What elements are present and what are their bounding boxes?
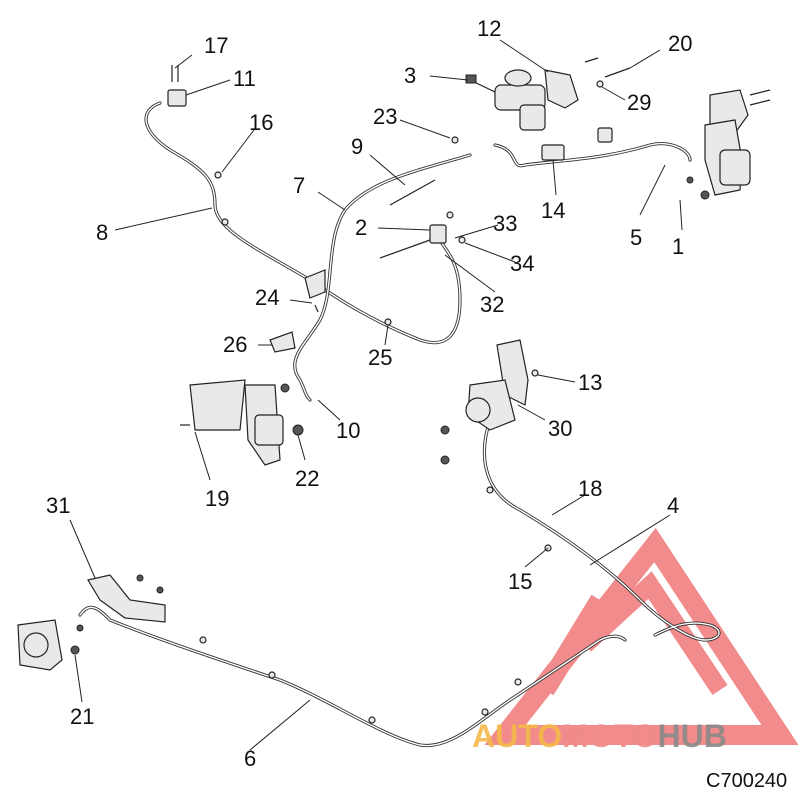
callout-21: 21 [70, 704, 95, 729]
caliper-front-left [180, 379, 304, 466]
diagram-code: C700240 [706, 770, 788, 792]
callout-13: 13 [578, 370, 603, 395]
tee-2 [379, 211, 466, 259]
hose-5 [493, 142, 692, 168]
callout-9: 9 [351, 134, 364, 159]
callout-4: 4 [667, 493, 680, 518]
callout-12: 12 [477, 16, 502, 41]
bracket-14 [541, 127, 613, 161]
callout-19: 19 [205, 486, 230, 511]
clip-24 [304, 269, 326, 313]
watermark-moto: MOTO [562, 718, 658, 754]
rear-caliper-30 [440, 339, 539, 465]
callout-32: 32 [480, 292, 505, 317]
callout-7: 7 [293, 173, 306, 198]
clip-26 [269, 331, 296, 353]
watermark-hub: HUB [657, 718, 727, 754]
hose-clips [199, 171, 552, 724]
leader-lines [69, 39, 683, 751]
caliper-rear-left [17, 619, 84, 671]
callout-20: 20 [668, 31, 693, 56]
hose-6 [78, 605, 627, 748]
hose-4 [482, 418, 721, 642]
bolts-20-29 [584, 57, 631, 88]
callout-31: 31 [46, 493, 71, 518]
callout-16: 16 [249, 110, 274, 135]
callout-10: 10 [336, 418, 361, 443]
callout-25: 25 [368, 345, 393, 370]
watermark-auto: AUTO [472, 718, 563, 754]
master-cylinder [465, 69, 546, 131]
callout-33: 33 [493, 211, 518, 236]
clip-11 [167, 65, 187, 107]
fitting-9 [389, 136, 459, 206]
hose-8 [144, 101, 462, 345]
callout-11: 11 [233, 66, 256, 91]
callout-14: 14 [541, 198, 566, 223]
callout-34: 34 [510, 251, 535, 276]
callout-23: 23 [373, 104, 398, 129]
heat-shield-31 [87, 574, 166, 623]
callout-15: 15 [508, 569, 533, 594]
callout-29: 29 [627, 90, 652, 115]
callout-18: 18 [578, 476, 603, 501]
caliper-front-right [686, 89, 771, 200]
callout-5: 5 [630, 225, 643, 250]
callout-17: 17 [204, 33, 229, 58]
callout-2: 2 [355, 215, 368, 240]
shield-12 [544, 69, 579, 109]
callout-8: 8 [96, 220, 109, 245]
callout-24: 24 [255, 285, 280, 310]
callout-30: 30 [548, 416, 573, 441]
callout-3: 3 [404, 63, 417, 88]
watermark-text: AUTOMOTOHUB [472, 718, 727, 755]
callout-6: 6 [244, 746, 257, 771]
callout-26: 26 [223, 332, 248, 357]
watermark-logo [484, 527, 799, 745]
callout-22: 22 [295, 466, 320, 491]
callout-1: 1 [672, 234, 685, 259]
hose-7 [293, 153, 472, 402]
